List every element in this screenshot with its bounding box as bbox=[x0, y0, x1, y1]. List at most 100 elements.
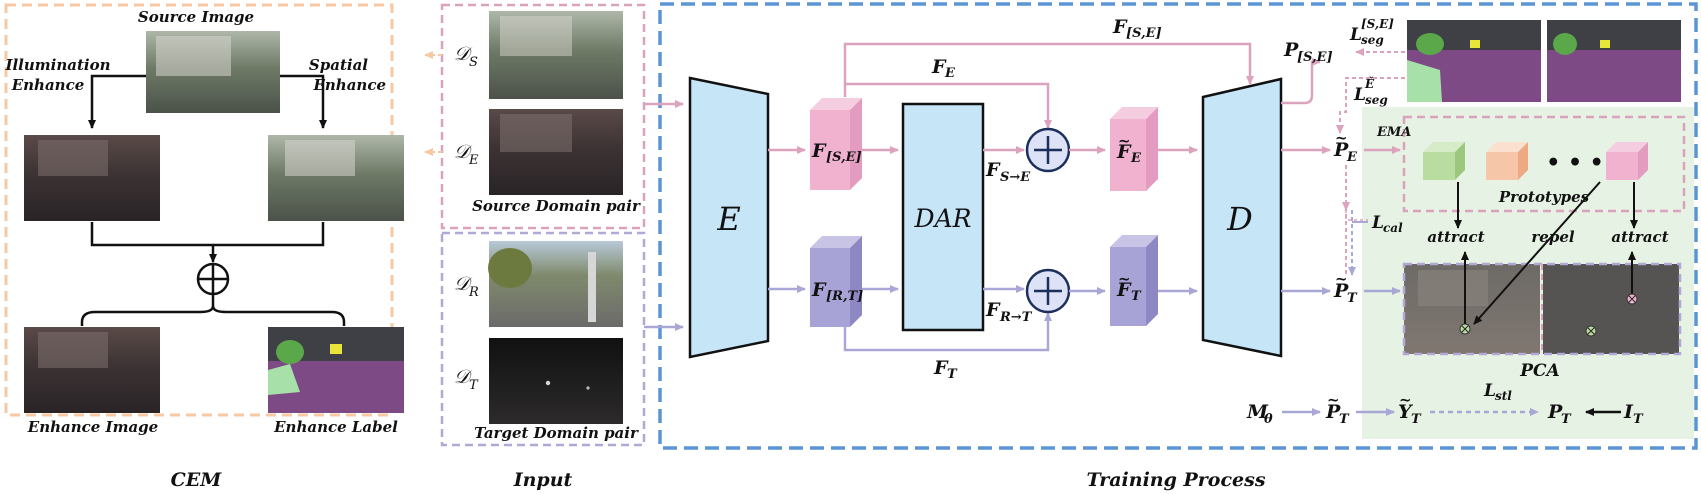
domain-e-label: 𝒟 E bbox=[454, 141, 479, 168]
split-left bbox=[80, 294, 215, 326]
f-se-top-label: F [S,E] bbox=[1112, 16, 1162, 41]
prototypes-label: Prototypes bbox=[1498, 188, 1590, 206]
p-t-label: P T bbox=[1547, 401, 1572, 427]
target-pair-label: Target Domain pair bbox=[474, 424, 639, 442]
illumination-image-building bbox=[38, 140, 108, 176]
svg-text:~: ~ bbox=[1118, 270, 1131, 288]
svg-text:𝒟: 𝒟 bbox=[454, 141, 473, 163]
feature-t-tilde-label: F ~ T bbox=[1116, 270, 1142, 304]
add-top-icon bbox=[1025, 127, 1071, 173]
source-domain-building bbox=[500, 16, 572, 56]
svg-text:T: T bbox=[1411, 412, 1422, 427]
svg-text:P: P bbox=[1325, 401, 1341, 423]
illumination-enhance-label-2: Enhance bbox=[11, 76, 85, 94]
spatial-enhance-label-1: Spatial bbox=[309, 56, 368, 74]
dar-module bbox=[901, 102, 985, 332]
attract-label-2: attract bbox=[1611, 228, 1668, 246]
seg-label-1-tree bbox=[1416, 33, 1444, 55]
p-e-tilde-label: P ~ E bbox=[1333, 129, 1358, 165]
svg-text:T: T bbox=[947, 367, 958, 382]
enhance-label-sign bbox=[330, 344, 342, 354]
p-se-label: P [S,E] bbox=[1283, 39, 1333, 65]
enhance-image-building bbox=[38, 332, 108, 368]
svg-text:L: L bbox=[1483, 381, 1496, 401]
p-t-tilde-label: P ~ T bbox=[1333, 270, 1358, 306]
merge-line bbox=[90, 222, 325, 247]
illumination-enhance-label-1: Illumination bbox=[4, 56, 110, 74]
decoder-label: D bbox=[1226, 200, 1253, 238]
svg-text:F: F bbox=[811, 140, 827, 162]
svg-text:[S,E]: [S,E] bbox=[1361, 17, 1394, 31]
svg-text:Ẽ: Ẽ bbox=[1364, 76, 1375, 91]
svg-text:F: F bbox=[985, 159, 1001, 181]
svg-text:stl: stl bbox=[1495, 389, 1512, 403]
svg-text:~: ~ bbox=[1327, 391, 1340, 409]
svg-text:Y: Y bbox=[1398, 401, 1414, 423]
pca-point-pink bbox=[1626, 293, 1638, 305]
svg-text:T: T bbox=[1339, 412, 1350, 427]
svg-text:I: I bbox=[1623, 401, 1634, 423]
svg-text:T: T bbox=[1561, 412, 1572, 427]
svg-text:[S,E]: [S,E] bbox=[1297, 50, 1333, 65]
prototype-orange-cube bbox=[1486, 142, 1528, 180]
feature-se-label: F [S,E] bbox=[811, 140, 862, 165]
svg-text:F: F bbox=[1116, 279, 1132, 301]
domain-s-label: 𝒟 S bbox=[454, 43, 478, 70]
training-section-title: Training Process bbox=[1086, 469, 1265, 491]
svg-text:P: P bbox=[1283, 39, 1299, 61]
repel-arrow bbox=[1473, 181, 1601, 325]
svg-text:~: ~ bbox=[1335, 129, 1348, 147]
svg-text:F: F bbox=[1112, 16, 1128, 38]
source-image-building bbox=[156, 36, 231, 76]
svg-text:L: L bbox=[1353, 85, 1366, 105]
loss-stl-label: L stl bbox=[1483, 381, 1512, 403]
encoder-module bbox=[688, 76, 770, 359]
enhance-label-sidewalk bbox=[268, 364, 300, 395]
source-pair-frame bbox=[440, 3, 646, 230]
svg-text:T: T bbox=[469, 378, 479, 393]
svg-text:[S,E]: [S,E] bbox=[1126, 26, 1162, 41]
svg-text:seg: seg bbox=[1361, 33, 1384, 47]
decoder-to-pse-arrow bbox=[1281, 58, 1321, 105]
svg-text:~: ~ bbox=[1399, 391, 1412, 409]
enhance-label-tree bbox=[276, 340, 304, 364]
loss-cal-label: L cal bbox=[1371, 213, 1403, 235]
feature-rt-label: F [R,T] bbox=[811, 279, 863, 304]
svg-text:F: F bbox=[933, 357, 949, 379]
m-theta-label: M θ bbox=[1246, 401, 1273, 427]
cem-section-title: CEM bbox=[171, 469, 223, 491]
domain-t-label: 𝒟 T bbox=[454, 366, 479, 393]
source-pair-label: Source Domain pair bbox=[472, 197, 641, 215]
seg-label-1-sign bbox=[1470, 40, 1480, 48]
dar-label: DAR bbox=[914, 204, 972, 233]
f-s-to-e-label: F S→E bbox=[985, 159, 1031, 185]
split-right bbox=[211, 305, 346, 326]
skip-f-e-arrow bbox=[845, 82, 1052, 129]
svg-text:R: R bbox=[468, 285, 479, 300]
i-t-label: I T bbox=[1623, 401, 1644, 427]
svg-text:P: P bbox=[1547, 401, 1563, 423]
feature-se-cube bbox=[810, 98, 862, 190]
svg-text:E: E bbox=[944, 66, 956, 81]
skip-f-se-arrow bbox=[843, 42, 1254, 97]
svg-text:[S,E]: [S,E] bbox=[826, 150, 862, 165]
feature-rt-cube bbox=[810, 236, 862, 327]
loss-seg-e-label: L seg Ẽ bbox=[1353, 76, 1388, 107]
enhance-label-caption: Enhance Label bbox=[273, 418, 398, 436]
source-image-label: Source Image bbox=[138, 8, 254, 26]
target-domain-image bbox=[489, 338, 623, 424]
ema-label: EMA bbox=[1376, 125, 1411, 140]
feature-e-tilde-cube bbox=[1110, 107, 1158, 191]
prototype-green-cube bbox=[1423, 142, 1465, 180]
seg-label-2-sign bbox=[1600, 40, 1610, 48]
training-frame bbox=[658, 2, 1698, 450]
svg-text:~: ~ bbox=[1335, 270, 1348, 288]
svg-text:T: T bbox=[1633, 412, 1644, 427]
svg-text:S: S bbox=[469, 55, 478, 70]
svg-text:F: F bbox=[811, 279, 827, 301]
seg-label-2-tree bbox=[1553, 33, 1577, 55]
enhanced-domain-building bbox=[500, 114, 572, 152]
illumination-arrow bbox=[88, 74, 146, 129]
svg-text:𝒟: 𝒟 bbox=[454, 366, 473, 388]
add-bottom-icon bbox=[1025, 268, 1071, 314]
